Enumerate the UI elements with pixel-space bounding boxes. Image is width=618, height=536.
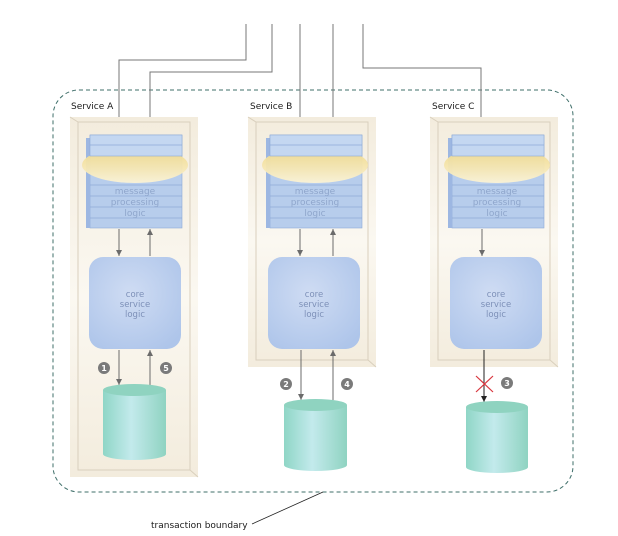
service-c: Service C message processing logic: [429, 102, 559, 473]
boundary-caption: transaction boundary: [151, 521, 248, 531]
svg-text:3: 3: [504, 379, 510, 388]
svg-text:service: service: [299, 300, 329, 310]
connector-c-in: [362, 24, 484, 130]
message-processing-stack: message processing logic: [444, 134, 550, 229]
boundary-pointer-line: [251, 491, 324, 525]
step-badge-2: 2: [280, 378, 292, 390]
svg-text:processing: processing: [473, 198, 522, 208]
svg-text:message: message: [295, 187, 336, 197]
step-badge-3: 3: [501, 377, 513, 389]
connector-a-out: [149, 24, 273, 134]
transaction-boundary: [52, 89, 574, 493]
step-badge-1: 1: [98, 362, 110, 374]
svg-text:message: message: [115, 187, 156, 197]
svg-text:logic: logic: [304, 310, 324, 320]
svg-text:core: core: [305, 290, 323, 300]
svg-text:core: core: [126, 290, 144, 300]
database-cylinder: [103, 384, 166, 460]
svg-text:logic: logic: [486, 310, 506, 320]
service-b: Service B message processing logic: [247, 102, 377, 471]
svg-text:logic: logic: [304, 209, 325, 219]
failure-x-icon: [475, 375, 494, 393]
svg-text:logic: logic: [124, 209, 145, 219]
connector-a-in: [116, 24, 247, 130]
core-service-logic: core service logic: [89, 257, 181, 349]
svg-text:core: core: [487, 290, 505, 300]
svg-text:service: service: [120, 300, 150, 310]
service-a: Service A message processing logic: [69, 102, 199, 478]
database-cylinder: [284, 399, 347, 471]
step-badge-4: 4: [341, 378, 353, 390]
core-service-logic: core service logic: [450, 257, 542, 349]
svg-text:1: 1: [101, 364, 107, 373]
incoming-connectors: [116, 24, 484, 134]
svg-text:4: 4: [344, 380, 350, 389]
service-c-label: Service C: [432, 102, 474, 112]
service-b-label: Service B: [250, 102, 292, 112]
step-badge-5: 5: [160, 362, 172, 374]
svg-text:5: 5: [163, 364, 169, 373]
svg-text:logic: logic: [486, 209, 507, 219]
svg-text:service: service: [481, 300, 511, 310]
message-processing-stack: message processing logic: [262, 134, 368, 229]
svg-text:2: 2: [283, 380, 289, 389]
service-a-label: Service A: [71, 102, 114, 112]
svg-text:processing: processing: [291, 198, 340, 208]
svg-text:logic: logic: [125, 310, 145, 320]
svg-text:processing: processing: [111, 198, 160, 208]
message-processing-stack: message processing logic: [82, 134, 188, 229]
svg-text:message: message: [477, 187, 518, 197]
core-service-logic: core service logic: [268, 257, 360, 349]
database-cylinder: [466, 401, 528, 473]
